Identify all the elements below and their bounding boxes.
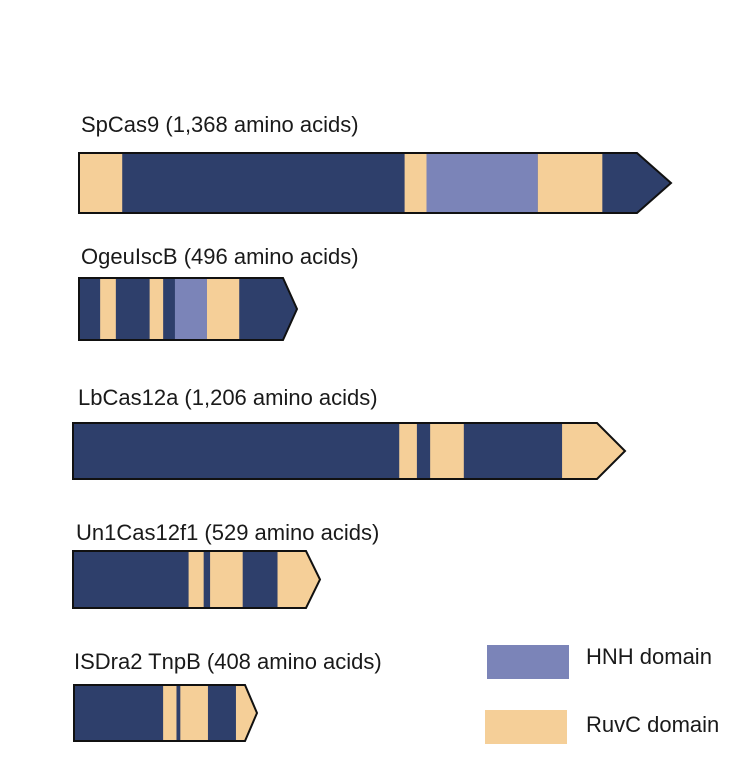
protein-outline — [78, 152, 673, 214]
hnh-domain-segment — [174, 278, 207, 340]
legend-swatch-hnh — [487, 645, 569, 679]
protein-label-spcas9: SpCas9 (1,368 amino acids) — [81, 112, 359, 137]
protein-outline — [73, 684, 259, 742]
ruvc-domain-segment — [537, 153, 603, 213]
ruvc-domain-segment — [180, 685, 208, 741]
ruvc-domain-segment — [235, 685, 257, 741]
protein-backbone — [73, 423, 625, 479]
ruvc-domain-segment — [149, 278, 164, 340]
ruvc-domain-segment — [404, 153, 427, 213]
protein-label-lbcas12a: LbCas12a (1,206 amino acids) — [78, 385, 378, 410]
legend-label-hnh: HNH domain — [586, 644, 712, 669]
ruvc-domain-segment — [79, 153, 123, 213]
protein-outline — [72, 422, 627, 480]
ruvc-domain-segment — [206, 278, 240, 340]
ruvc-domain-segment — [210, 551, 243, 608]
legend-label-ruvc: RuvC domain — [586, 712, 720, 737]
protein-outline — [72, 550, 322, 609]
ruvc-domain-segment — [430, 423, 464, 479]
protein-label-un1cas12f1: Un1Cas12f1 (529 amino acids) — [76, 520, 380, 545]
ruvc-domain-segment — [188, 551, 204, 608]
protein-outline — [78, 277, 299, 341]
protein-label-isdra2-tnpb: ISDra2 TnpB (408 amino acids) — [74, 649, 382, 674]
ruvc-domain-segment — [163, 685, 177, 741]
legend-swatch-ruvc — [485, 710, 567, 744]
ruvc-domain-segment — [399, 423, 417, 479]
hnh-domain-segment — [426, 153, 538, 213]
ruvc-domain-segment — [100, 278, 116, 340]
protein-label-ogeuiscb: OgeuIscB (496 amino acids) — [81, 244, 359, 269]
